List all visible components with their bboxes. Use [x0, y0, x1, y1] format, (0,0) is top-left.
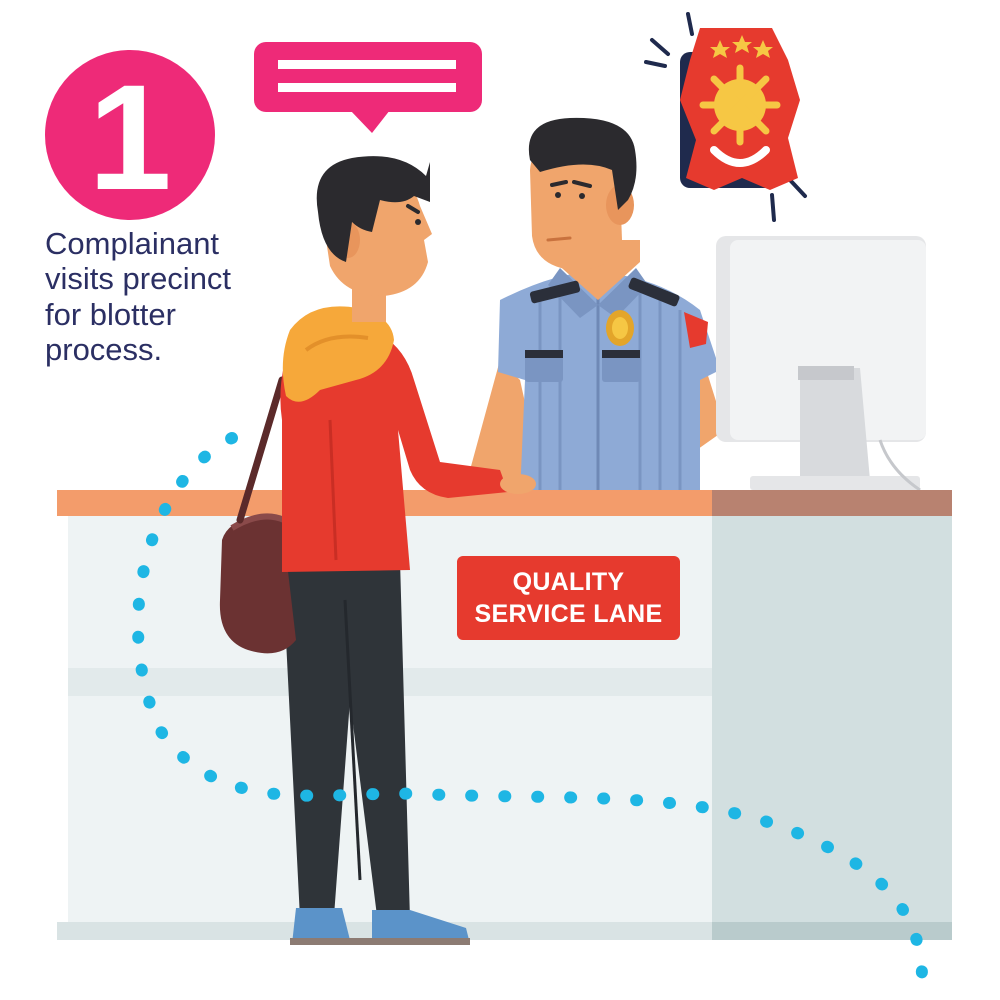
step-number-badge: 1: [45, 50, 215, 220]
caption-line: Complainant: [45, 226, 220, 261]
complainant: [219, 156, 536, 945]
sign-line-1: QUALITY: [512, 567, 625, 596]
dotted-walking-path: [132, 432, 928, 981]
police-officer: [470, 117, 725, 495]
step-caption: Complainant visits precinct for blotter …: [45, 226, 285, 367]
caption-line: process.: [45, 331, 163, 367]
quality-service-lane-sign: QUALITY SERVICE LANE: [457, 556, 680, 640]
smiling-police-badge-icon: [644, 12, 807, 222]
speech-bubble-icon: [254, 42, 482, 133]
computer-monitor: [716, 236, 926, 492]
step-number: 1: [88, 53, 172, 221]
sign-line-2: SERVICE LANE: [474, 600, 663, 628]
caption-line: for blotter: [45, 296, 176, 332]
caption-line: visits precinct: [45, 261, 232, 297]
